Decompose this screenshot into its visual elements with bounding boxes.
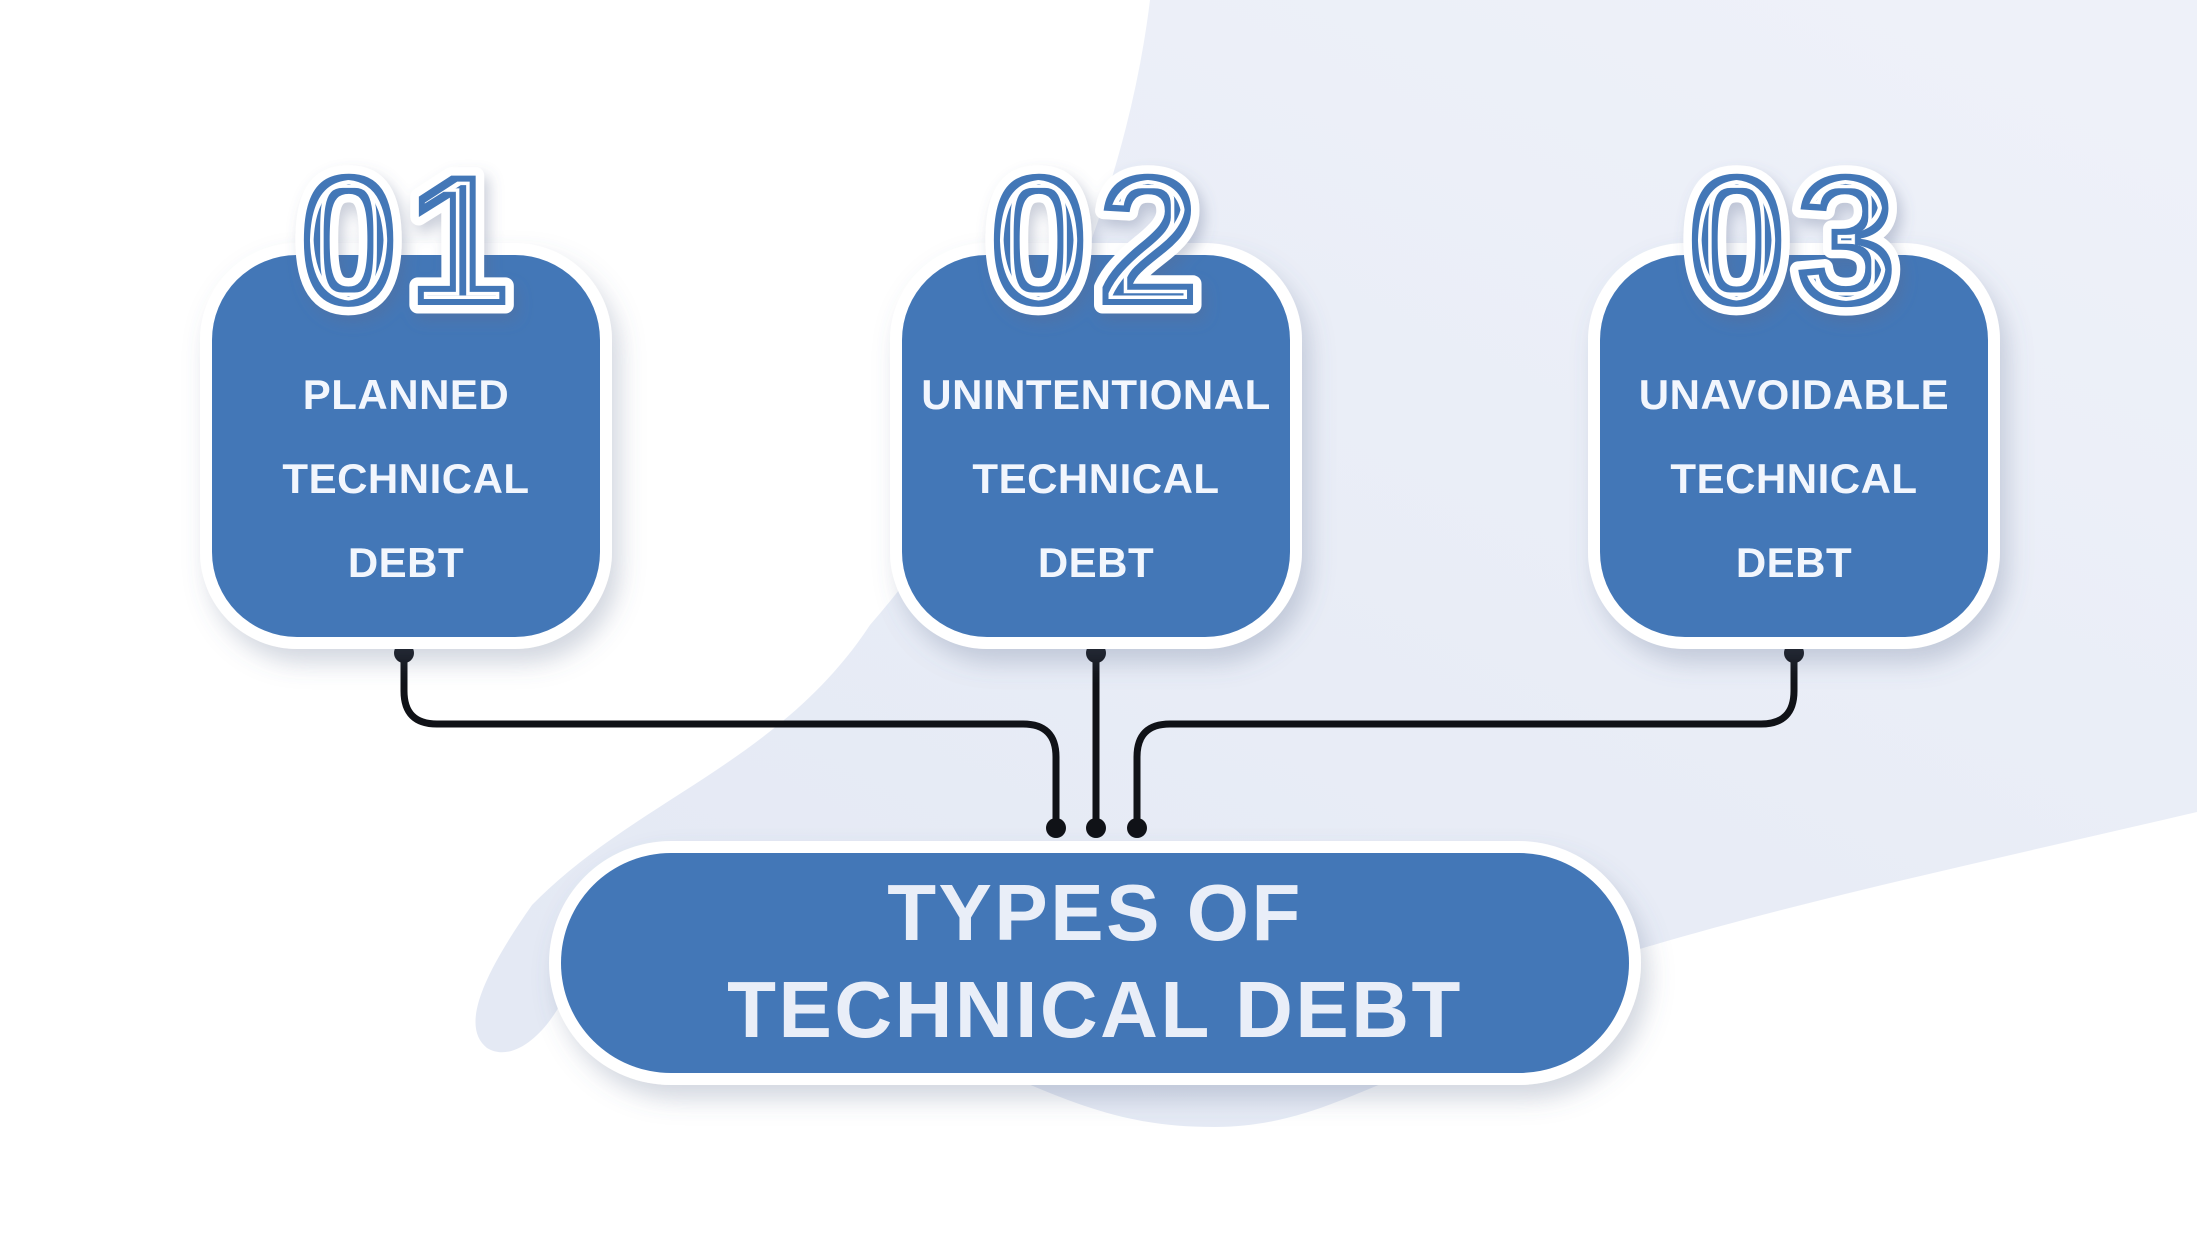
step-number-inner-outline: 03 bbox=[1684, 135, 1903, 345]
connector-line-card3 bbox=[1133, 658, 1798, 822]
card-label-line: TECHNICAL bbox=[282, 455, 529, 502]
pill-background bbox=[561, 853, 1629, 1073]
summary-pill-types-of-technical-debt: TYPES OF TECHNICAL DEBT bbox=[549, 841, 1641, 1085]
card-label-line: DEBT bbox=[348, 539, 464, 586]
connector-dot bbox=[1127, 818, 1147, 838]
step-number-casing: 01 bbox=[296, 135, 515, 345]
step-number-casing: 03 bbox=[1684, 135, 1903, 345]
card-unintentional-technical-debt: UNINTENTIONAL TECHNICAL DEBT bbox=[890, 243, 1302, 649]
step-number-text: 01 bbox=[296, 135, 515, 345]
card-label-line: UNINTENTIONAL bbox=[921, 371, 1270, 418]
card-label-line: TECHNICAL bbox=[972, 455, 1219, 502]
step-number-casing: 02 bbox=[986, 135, 1205, 345]
card-background bbox=[902, 255, 1290, 637]
card-label-line: DEBT bbox=[1038, 539, 1154, 586]
card-planned-technical-debt: PLANNED TECHNICAL DEBT bbox=[200, 243, 612, 649]
step-number-02: 02 02 02 bbox=[978, 127, 1209, 354]
card-label-line: TECHNICAL bbox=[1670, 455, 1917, 502]
connector-dot bbox=[1086, 818, 1106, 838]
connector-dot bbox=[1046, 818, 1066, 838]
card-label-line: UNAVOIDABLE bbox=[1639, 371, 1949, 418]
step-number-text: 02 bbox=[986, 135, 1205, 345]
step-number-inner-outline: 02 bbox=[986, 135, 1205, 345]
card-background bbox=[1600, 255, 1988, 637]
pill-title-line: TECHNICAL DEBT bbox=[727, 965, 1463, 1054]
card-label-line: PLANNED bbox=[303, 371, 510, 418]
step-number-03: 03 03 03 bbox=[1676, 127, 1907, 354]
step-number-text: 03 bbox=[1684, 135, 1903, 345]
pill-title-line: TYPES OF bbox=[887, 868, 1303, 957]
card-label-line: DEBT bbox=[1736, 539, 1852, 586]
step-number-01: 01 01 01 bbox=[288, 127, 519, 354]
step-number-inner-outline: 01 bbox=[296, 135, 515, 345]
card-unavoidable-technical-debt: UNAVOIDABLE TECHNICAL DEBT bbox=[1588, 243, 2000, 649]
card-background bbox=[212, 255, 600, 637]
connector-line-card1 bbox=[400, 658, 1060, 822]
